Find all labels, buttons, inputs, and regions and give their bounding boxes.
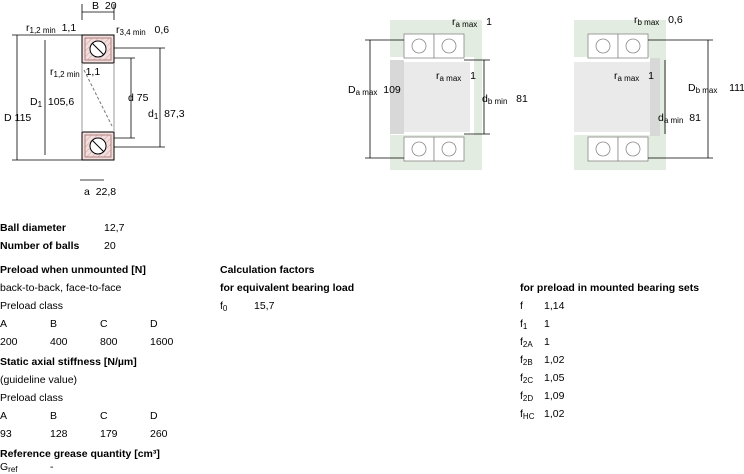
- dim-Da: Da max 109: [348, 84, 401, 97]
- dim-ra-right: ra max 1: [614, 70, 654, 83]
- dim-D1: D1 105,6: [30, 96, 75, 109]
- housing-abutment-drawing: [365, 20, 490, 170]
- factor-label-fHC: fHC: [520, 408, 535, 421]
- preload-value-D: 1600: [150, 336, 174, 348]
- ball-diameter-value: 12,7: [104, 222, 125, 234]
- dim-r12-mid: r1,2 min 1,1: [50, 66, 101, 79]
- factor-value-fHC: 1,02: [544, 408, 565, 420]
- ball-diameter-label: Ball diameter: [0, 222, 66, 234]
- bearing-cross-section: [81, 34, 115, 161]
- grease-value: -: [50, 461, 54, 473]
- preload-value-B: 400: [50, 336, 68, 348]
- dim-d: d 75: [128, 92, 149, 104]
- dim-Db: Db max 111: [688, 82, 744, 95]
- factor-value-f2D: 1,09: [544, 390, 565, 402]
- factor-label-f2A: f2A: [520, 336, 533, 349]
- stiffness-value-C: 179: [100, 428, 118, 440]
- stiffness-value-B: 128: [50, 428, 68, 440]
- grease-heading: Reference grease quantity [cm³]: [0, 448, 160, 460]
- preload-class-A: A: [0, 318, 8, 330]
- dim-d1: d1 87,3: [148, 108, 185, 121]
- dim-B: B 20: [92, 0, 117, 12]
- preload-class-D: D: [150, 318, 158, 330]
- dim-da: da min 81: [658, 112, 701, 125]
- number-of-balls-value: 20: [104, 240, 116, 252]
- factor-label-f2D: f2D: [520, 390, 534, 403]
- stiffness-heading: Static axial stiffness [N/µm]: [0, 356, 137, 368]
- stiffness-class-C: C: [100, 410, 108, 422]
- preload-value-A: 200: [0, 336, 18, 348]
- factor-label-f2C: f2C: [520, 372, 534, 385]
- dim-D: D 115: [4, 112, 32, 124]
- stiffness-class-B: B: [50, 410, 58, 422]
- calc-equiv-heading: for equivalent bearing load: [220, 282, 355, 294]
- preload-arrangement: back-to-back, face-to-face: [0, 282, 122, 294]
- stiffness-value-D: 260: [150, 428, 168, 440]
- shaft-abutment-drawing: [574, 20, 713, 170]
- preload-class-C: C: [100, 318, 108, 330]
- factor-label-f: f: [520, 300, 523, 312]
- dim-r12-top: r1,2 min 1,1: [26, 22, 77, 35]
- preload-heading: Preload when unmounted [N]: [0, 264, 146, 276]
- dim-a: a 22,8: [84, 186, 117, 198]
- stiffness-value-A: 93: [0, 428, 12, 440]
- calc-heading: Calculation factors: [220, 264, 315, 276]
- dim-ra-top: ra max 1: [452, 16, 492, 29]
- f0-value: 15,7: [254, 300, 275, 312]
- factor-value-f1: 1: [544, 318, 550, 330]
- dim-rb: rb max 0,6: [634, 14, 683, 27]
- factor-label-f2B: f2B: [520, 354, 533, 367]
- dim-r34: r3,4 min 0,6: [116, 24, 170, 37]
- f0-label: f0: [220, 300, 228, 313]
- factor-value-f: 1,14: [544, 300, 565, 312]
- factor-value-f2A: 1: [544, 336, 550, 348]
- number-of-balls-label: Number of balls: [0, 240, 80, 252]
- dim-db: db min 81: [482, 93, 528, 106]
- stiffness-class-label: Preload class: [0, 392, 64, 404]
- dim-ra-mid: ra max 1: [436, 70, 476, 83]
- factor-value-f2B: 1,02: [544, 354, 565, 366]
- factor-label-f1: f1: [520, 318, 528, 331]
- calc-mounted-heading: for preload in mounted bearing sets: [520, 282, 700, 294]
- stiffness-class-D: D: [150, 410, 158, 422]
- bearing-drawings: [12, 4, 713, 181]
- grease-label: Gref: [0, 461, 18, 474]
- preload-value-C: 800: [100, 336, 118, 348]
- factor-value-f2C: 1,05: [544, 372, 565, 384]
- preload-class-B: B: [50, 318, 58, 330]
- preload-class-label: Preload class: [0, 300, 64, 312]
- stiffness-class-A: A: [0, 410, 8, 422]
- stiffness-note: (guideline value): [0, 374, 78, 386]
